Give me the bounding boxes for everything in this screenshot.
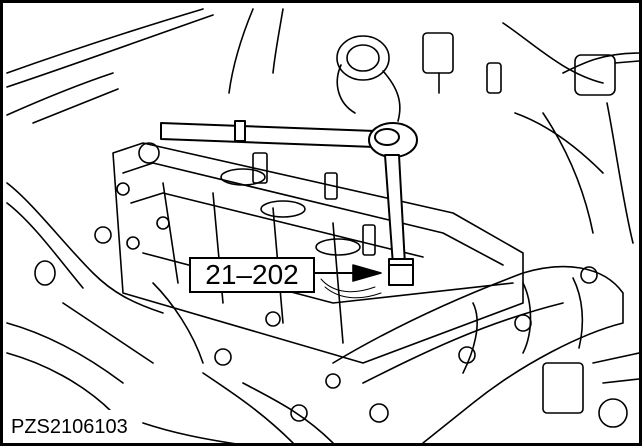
ratchet-handle bbox=[160, 120, 418, 286]
tool-callout-label: 21–202 bbox=[189, 257, 315, 293]
hood-edge-lines bbox=[6, 8, 284, 124]
intake-components bbox=[336, 22, 639, 244]
valve-cover bbox=[112, 142, 524, 389]
callout-arrow bbox=[314, 264, 382, 282]
engine-line-drawing bbox=[6, 8, 639, 443]
left-harness bbox=[6, 182, 334, 443]
spark-plug-well-marks bbox=[320, 278, 382, 299]
figure-id-label: PZS2106103 bbox=[9, 410, 136, 443]
intake-manifold bbox=[332, 265, 639, 443]
